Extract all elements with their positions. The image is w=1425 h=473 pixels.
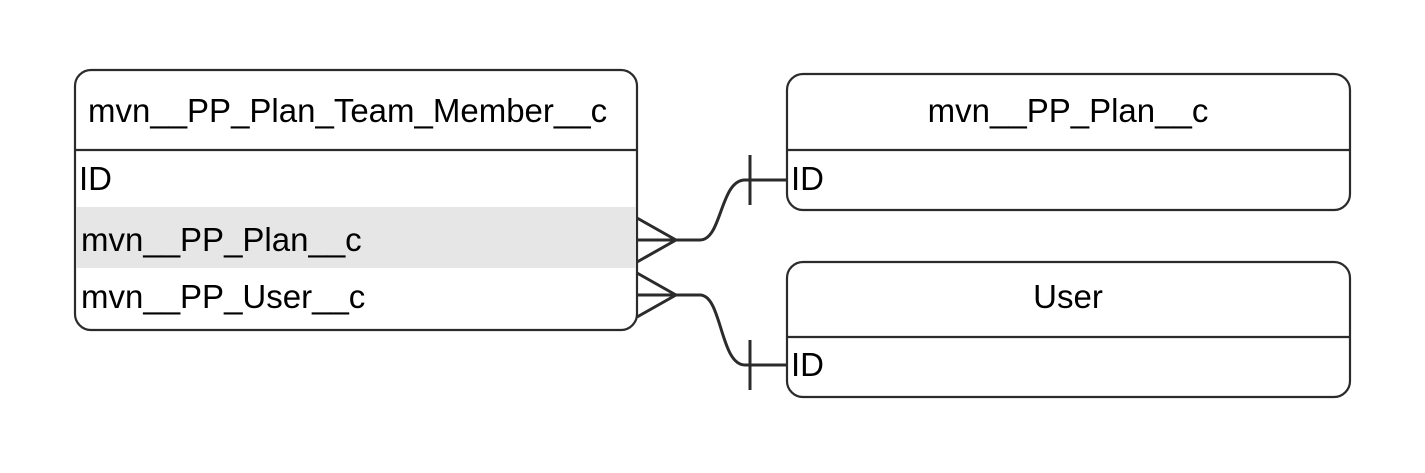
entity-plan[interactable]: mvn__PP_Plan__c ID xyxy=(785,72,1352,212)
relationship-user-line[interactable] xyxy=(676,293,787,367)
relationship-plan-team-member-to-user[interactable] xyxy=(636,271,787,390)
relationship-plan-crowfoot-many xyxy=(636,216,677,264)
relationship-plan-team-member-to-plan[interactable] xyxy=(636,155,787,264)
entity-plan-attr-id[interactable]: ID xyxy=(791,160,824,197)
entity-plan-team-member-attr-plan[interactable]: mvn__PP_Plan__c xyxy=(81,221,362,258)
entity-user[interactable]: User ID xyxy=(785,260,1352,399)
entity-plan-team-member[interactable]: mvn__PP_Plan_Team_Member__c ID mvn__PP_P… xyxy=(73,68,639,332)
entity-plan-title: mvn__PP_Plan__c xyxy=(928,92,1209,129)
entity-plan-team-member-attr-user[interactable]: mvn__PP_User__c xyxy=(81,278,365,315)
entity-user-attr-id[interactable]: ID xyxy=(791,346,824,383)
entity-plan-box[interactable] xyxy=(785,72,1352,212)
relationship-plan-line[interactable] xyxy=(676,178,787,242)
entity-plan-team-member-row-highlight xyxy=(76,207,636,268)
relationship-user-crowfoot-many xyxy=(636,271,677,319)
entity-user-box[interactable] xyxy=(785,260,1352,399)
entity-plan-team-member-title: mvn__PP_Plan_Team_Member__c xyxy=(88,92,607,129)
entity-plan-team-member-attr-id[interactable]: ID xyxy=(79,160,112,197)
entity-user-title: User xyxy=(1033,278,1103,315)
